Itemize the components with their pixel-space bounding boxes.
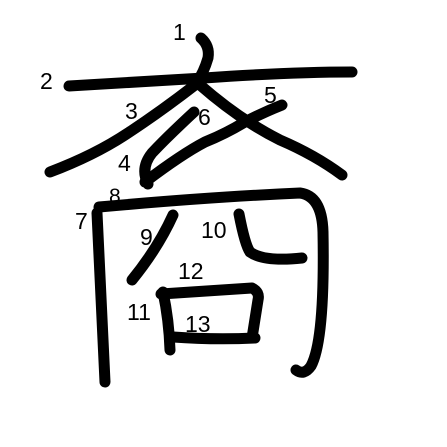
stroke-4 [139,106,200,190]
stroke-number-3: 3 [125,98,138,124]
stroke-number-6: 6 [198,104,211,130]
stroke-number-2: 2 [40,68,53,94]
stroke-5 [139,99,288,188]
stroke-9 [126,209,179,286]
stroke-number-5: 5 [264,82,277,108]
stroke-number-10: 10 [201,217,227,243]
stroke-12 [155,282,264,344]
stroke-10 [233,208,308,265]
strokes [44,32,358,388]
stroke-6 [194,79,348,181]
stroke-3 [44,79,201,178]
stroke-2 [63,66,358,92]
stroke-number-13: 13 [185,311,211,337]
stroke-11 [157,286,176,356]
stroke-order-numbers: 1 2 3 4 5 6 7 8 9 10 11 12 13 [40,19,277,337]
stroke-8 [93,187,329,378]
stroke-number-4: 4 [118,150,131,176]
stroke-number-11: 11 [127,299,151,325]
stroke-13 [167,331,261,345]
stroke-number-9: 9 [140,224,153,250]
stroke-number-12: 12 [178,258,204,284]
stroke-number-1: 1 [173,19,186,45]
stroke-7 [91,207,111,388]
stroke-number-8: 8 [109,185,121,208]
stroke-number-7: 7 [75,208,88,234]
